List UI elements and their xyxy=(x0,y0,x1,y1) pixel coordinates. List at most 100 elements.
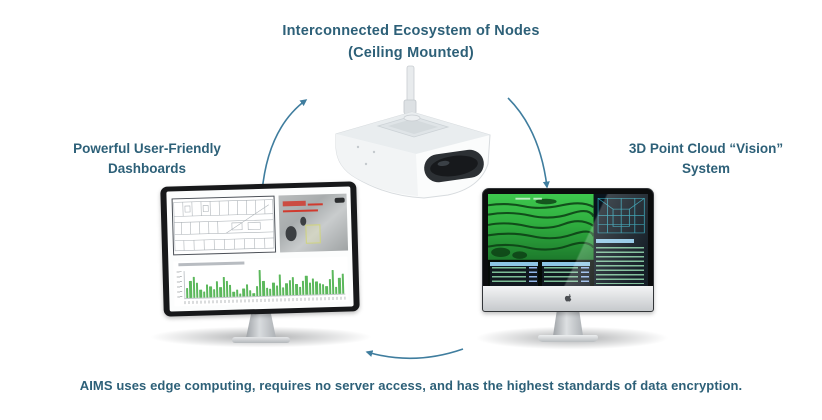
chart-bar xyxy=(278,274,282,296)
chart-y-axis-ticks xyxy=(176,270,183,300)
chart-bar xyxy=(262,280,265,296)
chart-bar xyxy=(235,289,239,297)
node-device-illustration xyxy=(335,65,491,199)
chart-bar xyxy=(315,281,318,295)
stats-labels xyxy=(543,267,579,285)
chart-bar xyxy=(282,287,285,296)
ceiling-node-device xyxy=(328,52,498,202)
console-header-bar xyxy=(595,239,634,244)
camera-overlay-text xyxy=(282,209,318,213)
chart-bar xyxy=(308,282,312,295)
chart-bar xyxy=(291,277,295,296)
screw-dot xyxy=(372,150,376,154)
chart-bar xyxy=(209,286,212,298)
arrow-node-to-vision xyxy=(507,97,550,189)
wireframe-panel xyxy=(593,194,648,288)
footer-note: AIMS uses edge computing, requires no se… xyxy=(79,378,743,393)
floorplan-panel xyxy=(171,195,276,256)
stats-panel-right xyxy=(542,261,591,287)
chart-bar xyxy=(321,284,325,295)
chart-bar xyxy=(229,285,232,297)
chart-bar xyxy=(258,269,262,296)
imac-stand-foot xyxy=(538,335,598,342)
pole-base xyxy=(403,114,421,122)
chart-bar xyxy=(298,287,302,295)
chart-bar xyxy=(242,288,246,297)
vision-monitor xyxy=(472,186,672,356)
monitor-bezel xyxy=(160,181,360,317)
sensor-lens xyxy=(424,149,484,183)
chart-bars xyxy=(183,266,346,300)
chart-bar xyxy=(335,286,338,294)
camera-view-panel xyxy=(278,193,349,253)
stats-panel-left xyxy=(490,261,539,287)
pointcloud-render xyxy=(488,194,594,260)
floorplan-drawing xyxy=(172,199,274,252)
stats-values xyxy=(581,267,589,285)
chart-bar xyxy=(222,277,226,297)
imac-chin xyxy=(483,286,653,311)
chart-bar xyxy=(272,282,275,296)
right-label: 3D Point Cloud “Vision” System xyxy=(592,139,820,180)
chart-bar xyxy=(239,293,242,297)
imac-bezel xyxy=(482,188,654,312)
activity-chart-panel xyxy=(172,256,349,307)
chart-bar xyxy=(212,289,216,298)
mount-pole-flange xyxy=(403,99,417,115)
camera-vendor-logo xyxy=(334,197,345,204)
chart-bar xyxy=(305,275,308,295)
arrow-vision-to-dashboard xyxy=(365,348,464,360)
chart-title-placeholder xyxy=(178,261,245,267)
chart-bar xyxy=(318,283,322,295)
chart-bar xyxy=(288,280,292,296)
dashboard-monitor xyxy=(146,180,376,348)
monitor-stand-neck xyxy=(246,312,276,338)
chart-bar xyxy=(252,293,255,297)
console-text-lines xyxy=(595,246,644,285)
monitor-stand-base xyxy=(232,337,290,343)
pointcloud-view xyxy=(488,194,594,260)
chart-bar xyxy=(269,288,272,296)
stats-values xyxy=(529,267,537,285)
chart-bar xyxy=(186,287,189,298)
left-label-line2: Dashboards xyxy=(107,161,187,177)
right-label-line2: System xyxy=(681,161,731,177)
chart-bar xyxy=(205,284,209,298)
chart-bar xyxy=(192,276,196,298)
apple-logo-icon xyxy=(564,294,571,302)
chart-bar xyxy=(285,283,289,296)
camera-person-silhouette xyxy=(285,226,297,242)
chart-bar xyxy=(301,280,305,295)
camera-overlay-text xyxy=(282,200,306,207)
chart-bar xyxy=(215,280,219,298)
arrow-dashboard-to-node xyxy=(261,99,308,193)
camera-detection-box xyxy=(305,223,321,244)
wireframe-drawing xyxy=(597,197,645,234)
chart-bar xyxy=(202,291,206,298)
mount-plate-inner xyxy=(388,119,438,134)
chart-bar xyxy=(232,291,236,297)
chart-bar xyxy=(325,285,328,295)
vision-screen xyxy=(488,194,648,288)
screw-dot xyxy=(364,162,368,166)
chart-bar xyxy=(275,285,279,296)
chart-bar xyxy=(249,290,252,297)
top-title-line2: (Ceiling Mounted) xyxy=(348,44,474,61)
top-title: Interconnected Ecosystem of Nodes (Ceili… xyxy=(0,21,822,65)
chart-bar xyxy=(225,280,229,297)
screw-dot xyxy=(356,145,360,149)
camera-overlay-text xyxy=(307,203,323,206)
stats-labels xyxy=(491,267,527,285)
chart-bar xyxy=(245,283,249,297)
chart-bar xyxy=(255,285,259,297)
chart-bar xyxy=(219,287,222,298)
chart-bar xyxy=(341,273,345,294)
device-front-face xyxy=(336,134,418,196)
left-label: Powerful User-Friendly Dashboards xyxy=(38,139,256,180)
chart-bar xyxy=(265,287,269,296)
top-title-line1: Interconnected Ecosystem of Nodes xyxy=(282,23,540,39)
chart-bar xyxy=(195,282,199,298)
chart-bar xyxy=(331,269,335,294)
chart-bar xyxy=(199,289,202,298)
